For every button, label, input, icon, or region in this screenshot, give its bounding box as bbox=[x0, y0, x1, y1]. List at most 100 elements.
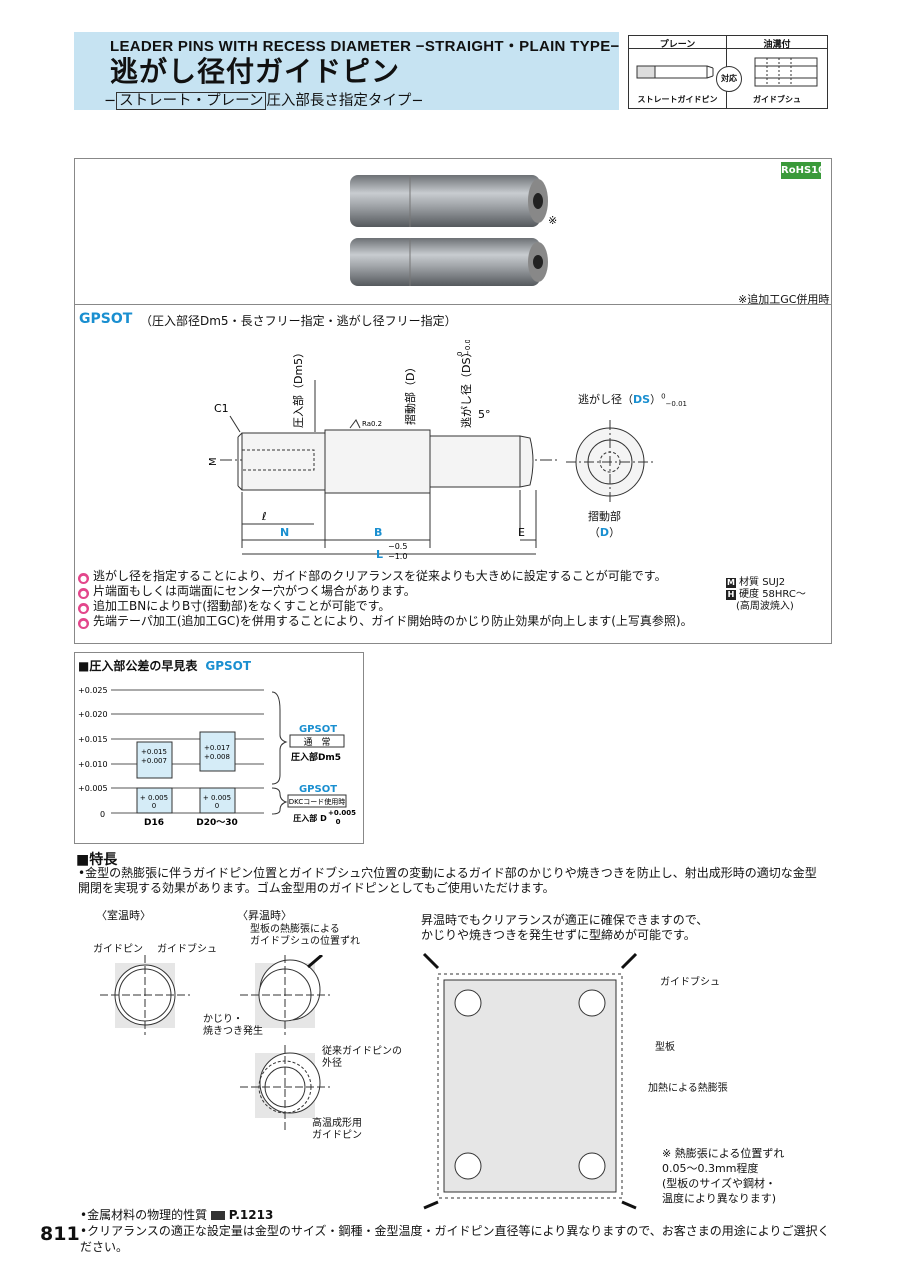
ra-label: Ra0.2 bbox=[362, 420, 382, 428]
end-slide-d: D bbox=[599, 526, 610, 539]
plate-bush-label: ガイドブシュ bbox=[660, 977, 720, 988]
footer-notes: •金属材料の物理的性質 P.1213 •クリアランスの適正な設定量は金型のサイズ… bbox=[80, 1207, 830, 1255]
note-item: ●先端テーパ加工(追加工GC)を併用することにより、ガイド開始時のかじり防止効果… bbox=[78, 614, 693, 629]
svg-text:+0.010: +0.010 bbox=[78, 760, 108, 769]
compat-badge: 対応 bbox=[716, 66, 742, 92]
conv-pin-label: 従来ガイドピンの 外径 bbox=[322, 1046, 402, 1069]
note-item: ●片端面もしくは両端面にセンター穴がつく場合があります。 bbox=[78, 584, 416, 599]
type-label-pin: ストレートガイドピン bbox=[637, 95, 718, 104]
l-tol-lower: −1.0 bbox=[388, 552, 407, 561]
mold-plate-figure bbox=[422, 952, 638, 1210]
pin-icon: ● bbox=[78, 618, 89, 629]
c1-label: C1 bbox=[214, 402, 229, 415]
page-title: 逃がし径付ガイドピン bbox=[110, 55, 401, 88]
features-title: ■特長 bbox=[76, 852, 118, 868]
l-small-label: ℓ bbox=[261, 510, 267, 523]
features-text: •金型の熱膨張に伴うガイドピン位置とガイドブシュ穴位置の変動によるガイド部のかじ… bbox=[78, 866, 817, 895]
svg-text:0: 0 bbox=[100, 810, 105, 819]
hot-pin-figure bbox=[240, 1045, 330, 1130]
group1-label: 圧入部Dm5 bbox=[291, 751, 341, 763]
subtitle-boxed: ストレート・プレーン bbox=[116, 92, 267, 110]
english-title: LEADER PINS WITH RECESS DIAMETER −STRAIG… bbox=[110, 38, 620, 55]
guide-bush-icon bbox=[754, 57, 818, 87]
svg-text:+0.005: +0.005 bbox=[78, 784, 108, 793]
group2-code: GPSOT bbox=[299, 784, 337, 795]
plate-caption: 昇温時でもクリアランスが適正に確保できますので、 かじりや焼きつきを発生せずに型… bbox=[421, 913, 709, 942]
group1-code: GPSOT bbox=[299, 724, 337, 735]
tol-bar-d16-normal bbox=[136, 741, 173, 779]
type-label-bush: ガイドブシュ bbox=[753, 95, 801, 104]
group1-box: 通 常 bbox=[303, 736, 330, 748]
pin-icon: ● bbox=[78, 573, 89, 584]
hot-pin-label: 高温成形用 ガイドピン bbox=[312, 1118, 362, 1141]
bush-shift-label: 型板の熱膨張による ガイドブシュの位置ずれ bbox=[250, 924, 360, 947]
angle-label: 5° bbox=[478, 408, 491, 421]
tol-bar-d20-dkc bbox=[199, 787, 236, 814]
end-recess-pre: 逃がし径（ bbox=[578, 393, 633, 406]
end-recess-post: ） bbox=[650, 393, 662, 406]
end-recess-label: 逃がし径（DS）0−0.01 bbox=[578, 391, 687, 408]
shift-note: ※ 熱膨張による位置ずれ 0.05〜0.3mm程度 (型板のサイズや鋼材・ 温度… bbox=[662, 1147, 785, 1205]
type-col-plain: プレーン bbox=[659, 40, 696, 50]
photo-caption: ※追加工GC併用時 bbox=[738, 293, 830, 306]
subtitle: −ストレート・プレーン圧入部長さ指定タイプ− bbox=[104, 89, 424, 110]
l-tol-upper: −0.5 bbox=[388, 542, 407, 551]
n-label: N bbox=[280, 526, 289, 539]
svg-text:+ 0.005: + 0.005 bbox=[203, 794, 231, 802]
pin-drawing: C1 M ℓ N B E L −0.5 −1.0 圧入部（Dm5） 摺動部（D）… bbox=[208, 340, 560, 561]
guide-bush-label: ガイドブシュ bbox=[157, 944, 217, 955]
tol-cat-d16: D16 bbox=[144, 818, 164, 828]
pin-end-view bbox=[566, 420, 654, 504]
plate-label: 型板 bbox=[655, 1042, 675, 1053]
l-label: L bbox=[376, 548, 383, 561]
svg-text:+0.008: +0.008 bbox=[204, 753, 230, 761]
b-label: B bbox=[374, 526, 382, 539]
type-table: プレーン 油溝付 対応 ストレートガイドピン ガイドブシュ bbox=[628, 35, 828, 109]
tol-cat-d20: D20〜30 bbox=[196, 818, 238, 828]
end-slide-label: 摺動部（D） bbox=[588, 508, 621, 540]
type-col-oil: 油溝付 bbox=[763, 40, 791, 50]
tolerance-chart: +0.025 +0.020 +0.015 +0.010 +0.005 0 +0.… bbox=[78, 686, 356, 828]
tol-bar-d16-dkc bbox=[136, 787, 173, 814]
room-temp-figure bbox=[100, 955, 190, 1035]
gpsot-code: GPSOT bbox=[79, 311, 133, 327]
press-fit-label: 圧入部（Dm5） bbox=[291, 347, 305, 428]
page-number: 811 bbox=[40, 1223, 80, 1245]
main-box bbox=[74, 158, 832, 644]
tol-bar-d20-normal bbox=[199, 731, 236, 772]
pin-icon: ● bbox=[78, 603, 89, 614]
pin-icon: ● bbox=[78, 588, 89, 599]
svg-text:+0.017: +0.017 bbox=[204, 744, 230, 752]
product-photo bbox=[350, 175, 548, 286]
subtitle-post: 圧入部長さ指定タイプ− bbox=[266, 93, 424, 109]
notes-list: ●逃がし径を指定することにより、ガイド部のクリアランスを従来よりも大きめに設定す… bbox=[78, 569, 693, 629]
svg-text:+0.025: +0.025 bbox=[78, 686, 108, 695]
tolerance-box bbox=[74, 652, 364, 844]
end-slide-pre: （ bbox=[588, 526, 600, 539]
m-label: M bbox=[208, 457, 219, 466]
room-temp-label: 〈室温時〉 bbox=[96, 909, 151, 922]
group2-tol-upper: +0.005 bbox=[328, 809, 356, 817]
gpsot-description: （圧入部径Dm5・長さフリー指定・逃がし径フリー指定） bbox=[140, 314, 457, 328]
group2-box: DKCコード使用時 bbox=[289, 797, 346, 806]
footer-line2: •クリアランスの適正な設定量は金型のサイズ・鋼種・金型温度・ガイドピン直径等によ… bbox=[80, 1224, 830, 1254]
svg-text:+0.007: +0.007 bbox=[141, 757, 167, 765]
expansion-label: 加熱による熱膨張 bbox=[648, 1083, 728, 1094]
svg-text:0: 0 bbox=[152, 802, 156, 810]
end-recess-ds: DS bbox=[633, 393, 651, 406]
section-divider bbox=[74, 304, 831, 305]
rohs-badge: RoHS10 bbox=[781, 162, 825, 179]
group2-label: 圧入部 D bbox=[293, 813, 327, 823]
slide-label: 摺動部（D） bbox=[403, 362, 417, 425]
note-item: ●逃がし径を指定することにより、ガイド部のクリアランスを従来よりも大きめに設定す… bbox=[78, 569, 667, 584]
guide-pin-label: ガイドピン bbox=[93, 944, 143, 955]
svg-text:+0.015: +0.015 bbox=[141, 748, 167, 756]
recess-label: 逃がし径（DS） bbox=[459, 347, 473, 428]
svg-text:0: 0 bbox=[215, 802, 219, 810]
recess-tol-upper: 0 bbox=[456, 352, 464, 356]
e-label: E bbox=[518, 526, 525, 539]
recess-tol-lower: −0.01 bbox=[464, 340, 472, 356]
svg-text:+0.015: +0.015 bbox=[78, 735, 108, 744]
